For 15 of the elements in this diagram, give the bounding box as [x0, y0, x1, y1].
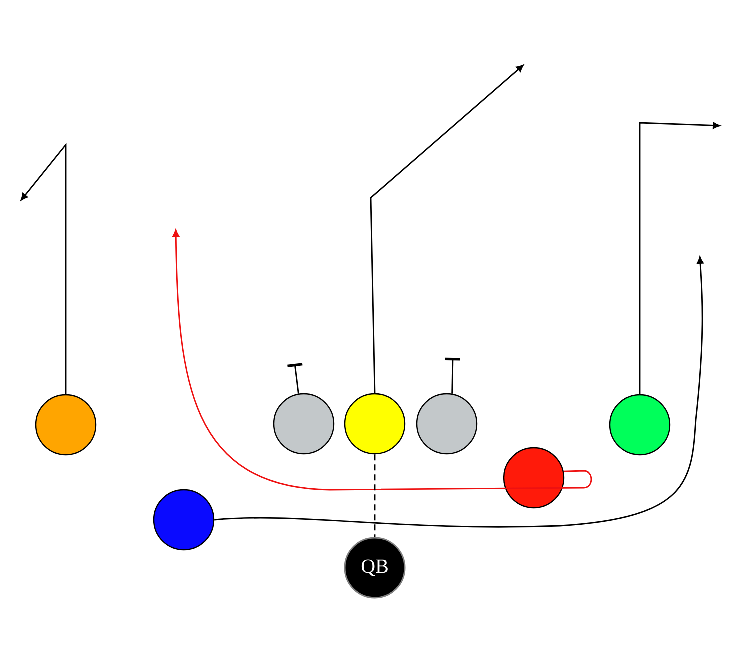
block-line — [445, 358, 460, 394]
route-arrow — [639, 122, 720, 394]
route-arrow — [172, 230, 592, 491]
route-arrow — [214, 256, 704, 528]
player-circle — [503, 447, 565, 509]
route-arrow — [20, 143, 67, 394]
player-circle — [35, 394, 97, 456]
player-circle — [273, 393, 335, 455]
player-circle — [153, 489, 215, 551]
block-line — [288, 363, 303, 394]
connector-line — [374, 454, 376, 538]
player-circle — [416, 393, 478, 455]
route-arrow — [370, 64, 524, 394]
player-circle — [609, 394, 671, 456]
player-circle — [344, 393, 406, 455]
